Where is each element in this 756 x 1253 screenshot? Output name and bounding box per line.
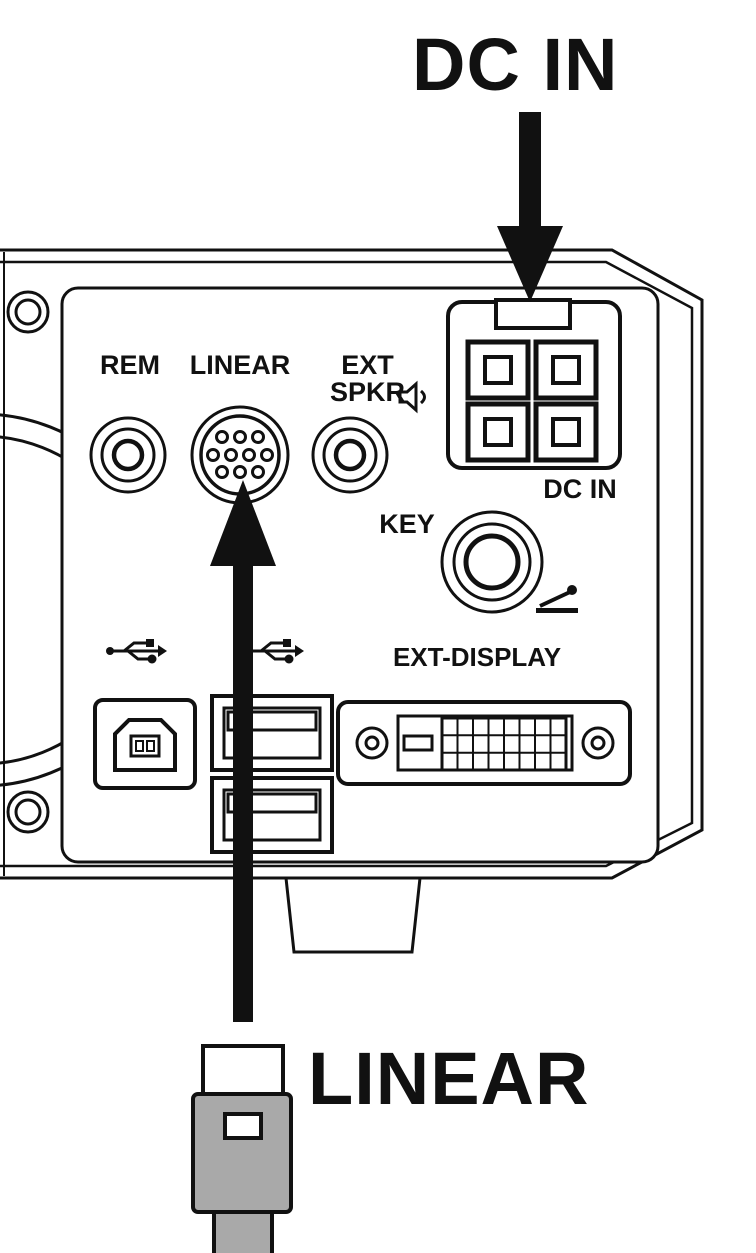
usb-b-port: [93, 698, 197, 790]
linear-plug: [191, 1044, 293, 1253]
key-jack: [440, 510, 544, 614]
usb-a-port: [210, 776, 334, 854]
rem-label: REM: [100, 350, 160, 380]
linear-callout-label: LINEAR: [308, 1037, 590, 1120]
dc-in-callout-label: DC IN: [412, 23, 619, 106]
screw-top-left: [6, 290, 50, 334]
key-label: KEY: [379, 509, 435, 539]
morse-key-icon: [536, 585, 578, 613]
usb-icon: [106, 639, 167, 664]
speaker-icon: [398, 380, 426, 414]
screw-bottom-left: [6, 790, 50, 834]
arrow-down-icon: [497, 112, 563, 302]
dc-in-connector: [446, 298, 622, 470]
dc-in-panel-label: DC IN: [543, 474, 617, 504]
rem-jack: [89, 416, 167, 494]
chassis-foot: [284, 876, 422, 954]
dvi-connector: [336, 700, 632, 786]
ext-spkr-jack: [311, 416, 389, 494]
ext-spkr-label: EXT SPKR: [329, 350, 405, 407]
usb-a-port: [210, 694, 334, 772]
ext-display-label: EXT-DISPLAY: [392, 642, 562, 672]
arrow-up-icon: [210, 480, 276, 1022]
linear-label: LINEAR: [189, 350, 291, 380]
